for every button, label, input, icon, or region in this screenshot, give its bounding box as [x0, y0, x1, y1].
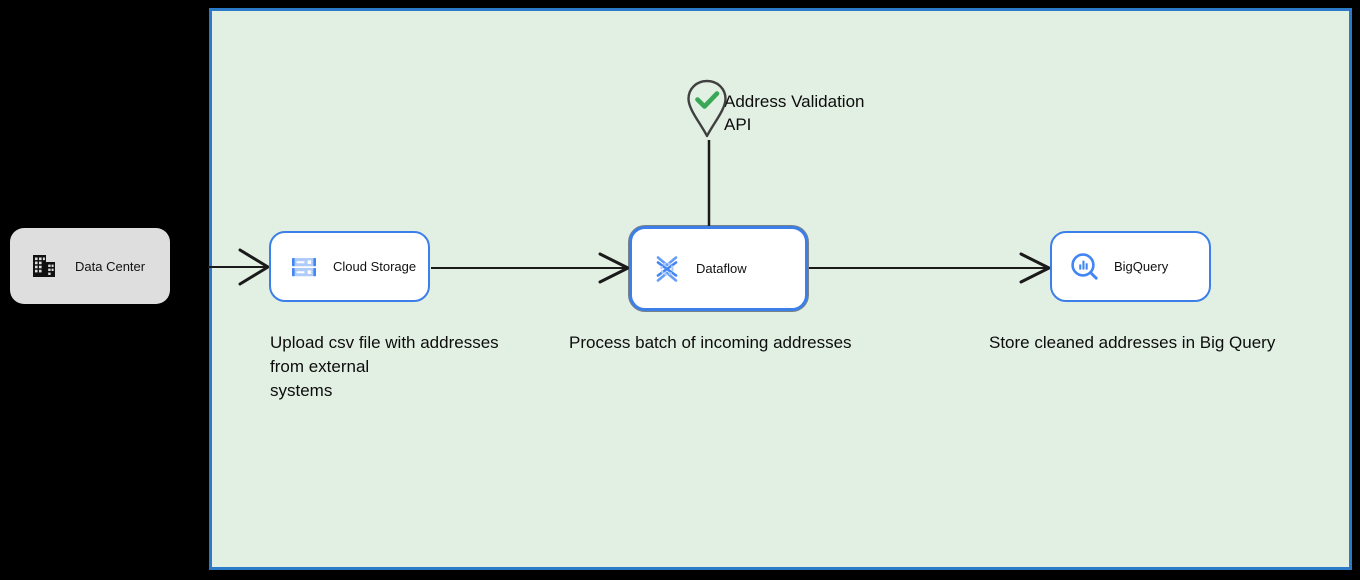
- caption-bigquery: Store cleaned addresses in Big Query: [989, 333, 1276, 352]
- cloud-storage-icon: [289, 252, 319, 282]
- node-cloud-storage[interactable]: Cloud Storage: [269, 231, 430, 302]
- node-data-center[interactable]: Data Center: [10, 228, 170, 304]
- label-address-validation-api: Address Validation API: [724, 92, 865, 134]
- node-label-bigquery: BigQuery: [1114, 259, 1169, 274]
- bigquery-icon: [1070, 252, 1100, 282]
- data-center-icon: [30, 252, 58, 280]
- dataflow-icon: [652, 254, 682, 284]
- caption-dataflow: Process batch of incoming addresses: [569, 333, 852, 352]
- caption-cloud-storage: Upload csv file with addresses from exte…: [270, 333, 499, 400]
- map-pin-check-icon: [685, 78, 729, 140]
- node-dataflow[interactable]: Dataflow: [629, 226, 808, 311]
- node-bigquery[interactable]: BigQuery: [1050, 231, 1211, 302]
- node-label-cloud-storage: Cloud Storage: [333, 259, 417, 274]
- node-label-data-center: Data Center: [75, 258, 146, 274]
- node-label-dataflow: Dataflow: [696, 261, 747, 276]
- node-address-validation-api[interactable]: Address Validation API: [685, 78, 865, 138]
